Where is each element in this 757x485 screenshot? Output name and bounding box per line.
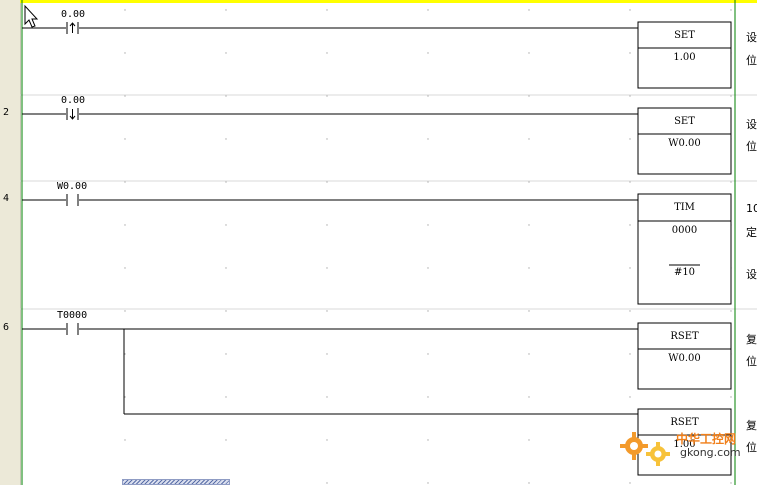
rung-number: 4: [3, 193, 10, 204]
contact-address-label: W0.00: [57, 181, 88, 192]
rung-comment: 设: [746, 118, 757, 131]
rung-comment: 位: [746, 355, 757, 368]
selected-rung-highlight: [20, 0, 757, 3]
rung-number: 2: [3, 107, 10, 118]
normally-open-contact-icon[interactable]: [66, 194, 79, 206]
set-instruction-box[interactable]: [637, 21, 732, 89]
rung-3[interactable]: [22, 193, 732, 305]
rset-instruction-box[interactable]: [637, 408, 732, 476]
contact-address-label: 0.00: [61, 9, 86, 20]
rung-comment: 设: [746, 31, 757, 44]
instruction-operand: 1.00: [673, 52, 696, 63]
rung-4[interactable]: [22, 322, 732, 476]
watermark-logo: 中华工控网 gkong.com: [618, 428, 753, 468]
timer-number: 0000: [671, 225, 698, 236]
contact-address-label: T0000: [57, 310, 88, 321]
timer-set-value: #10: [673, 267, 696, 278]
set-instruction-box[interactable]: [637, 107, 732, 175]
rung-comment: 定: [746, 226, 757, 239]
gear-icon: [620, 432, 670, 466]
instruction-name: RSET: [670, 417, 699, 428]
watermark-title: 中华工控网: [676, 432, 737, 446]
instruction-name: RSET: [670, 331, 699, 342]
watermark-url: gkong.com: [680, 446, 741, 459]
rung-number-gutter: [0, 0, 21, 485]
rung-comment: 位: [746, 441, 757, 454]
instruction-operand: W0.00: [668, 353, 701, 364]
rung-2[interactable]: [22, 107, 732, 175]
horizontal-scrollbar-thumb[interactable]: [122, 479, 230, 485]
rung-comment: 位: [746, 140, 757, 153]
instruction-name: TIM: [674, 202, 695, 213]
rung-comment: 复: [746, 333, 757, 346]
instruction-operand: 1.00: [673, 439, 696, 450]
rset-instruction-box[interactable]: [637, 322, 732, 390]
rung-comment: 10: [746, 202, 757, 215]
contact-address-label: 0.00: [61, 95, 86, 106]
instruction-operand: W0.00: [668, 138, 701, 149]
up-differentiation-contact-icon[interactable]: [66, 22, 79, 34]
rung-1[interactable]: [22, 21, 732, 89]
tim-instruction-box[interactable]: [637, 193, 732, 305]
mouse-cursor-icon: [24, 4, 39, 28]
instruction-name: SET: [674, 30, 695, 41]
instruction-name: SET: [674, 116, 695, 127]
normally-open-contact-icon[interactable]: [66, 323, 79, 335]
down-differentiation-contact-icon[interactable]: [66, 108, 79, 120]
rung-comment: 设: [746, 268, 757, 281]
rung-comment: 复: [746, 419, 757, 432]
rung-number: 6: [3, 322, 10, 333]
rung-comment: 位: [746, 54, 757, 67]
